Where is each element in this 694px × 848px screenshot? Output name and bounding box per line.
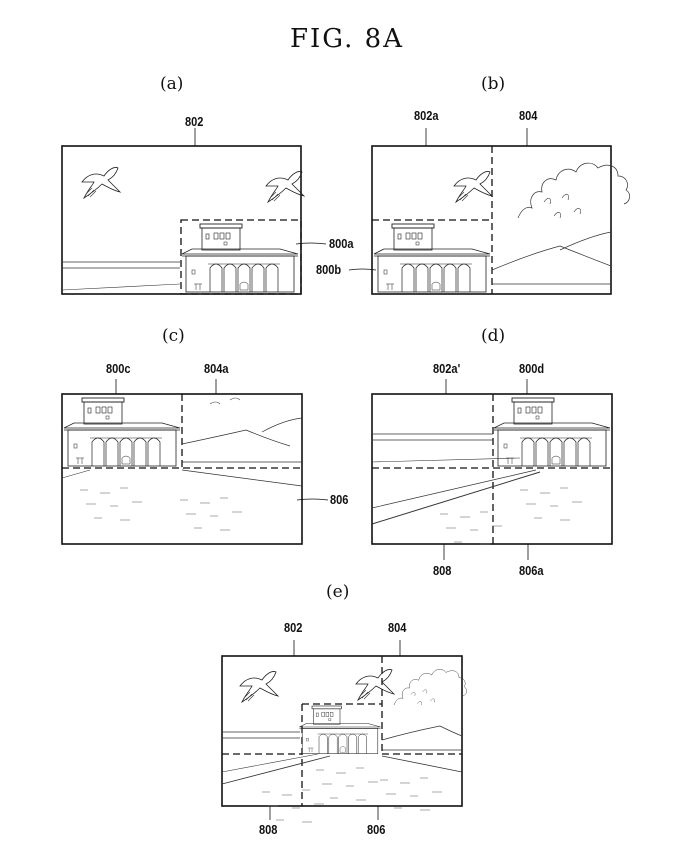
water-texture	[439, 511, 503, 545]
ref-e-808: 808	[259, 822, 278, 837]
ref-b-802a: 802a	[414, 108, 439, 123]
panel-b-label: (b)	[481, 74, 506, 94]
ref-c-804a: 804a	[204, 361, 229, 376]
water-texture	[379, 777, 443, 811]
ref-c-806: 806	[330, 492, 349, 507]
panel-e-label: (e)	[326, 582, 350, 602]
panel-c-label: (c)	[162, 326, 185, 346]
panel-e-frame	[221, 655, 463, 807]
bird-icon	[265, 171, 305, 203]
panel-d	[371, 379, 613, 560]
panel-b-frame	[371, 145, 612, 295]
ref-a-800b: 800b	[316, 262, 342, 277]
water-texture	[519, 487, 583, 521]
bird-icon	[453, 171, 493, 203]
ref-e-804: 804	[388, 620, 407, 635]
ref-e-806: 806	[367, 822, 386, 837]
bird-icon	[81, 167, 121, 199]
palace-drawing	[373, 223, 491, 293]
ref-c-800c: 800c	[106, 361, 131, 376]
water-texture	[79, 487, 143, 521]
water-texture	[261, 789, 325, 823]
ref-d-800d: 800d	[519, 361, 545, 376]
panel-a-frame	[61, 145, 302, 295]
water-texture	[179, 497, 243, 531]
ref-d-808: 808	[433, 563, 452, 578]
ref-b-804: 804	[519, 108, 538, 123]
panel-e	[221, 640, 467, 823]
bird-icon	[355, 669, 395, 701]
water-texture	[315, 767, 379, 801]
panel-d-frame	[371, 393, 613, 545]
bird-icon	[239, 671, 279, 703]
figure-title: FIG. 8A	[289, 24, 404, 54]
ref-a-802: 802	[185, 114, 204, 129]
ref-d-806a: 806a	[519, 563, 544, 578]
cloud-drawing	[517, 162, 630, 219]
panel-a-label: (a)	[160, 74, 184, 94]
panel-d-label: (d)	[481, 326, 506, 346]
palace-drawing	[299, 705, 381, 754]
palace-drawing	[63, 397, 181, 467]
ref-a-800a: 800a	[329, 236, 354, 251]
panel-a-region-800a	[180, 219, 302, 295]
panel-c-frame	[61, 393, 303, 545]
palace-drawing	[493, 397, 611, 467]
ref-e-802: 802	[284, 620, 303, 635]
panel-c	[61, 379, 329, 545]
panel-b	[371, 128, 630, 295]
ref-d-802a-prime: 802a'	[433, 361, 461, 376]
cloud-drawing	[393, 669, 467, 706]
palace-drawing	[181, 223, 299, 293]
